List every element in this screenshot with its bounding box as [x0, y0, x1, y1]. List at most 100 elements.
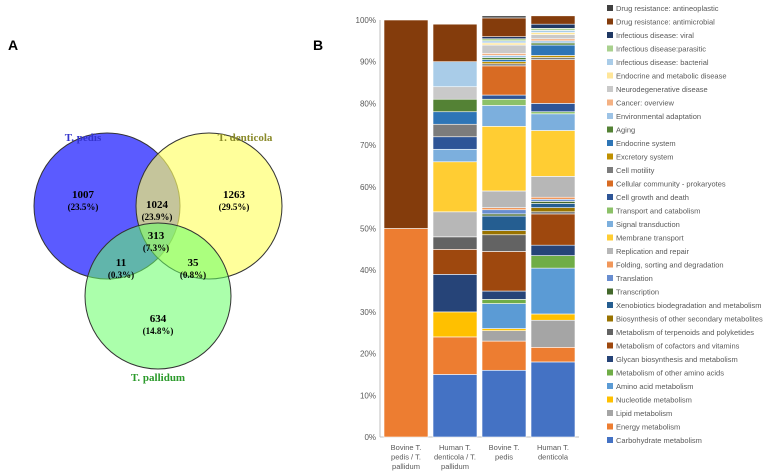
bar-segment [530, 361, 576, 438]
legend-label: Infectious disease: bacterial [616, 58, 709, 67]
legend-entry: Neurodegenerative disease [607, 85, 708, 94]
legend-swatch [607, 342, 613, 349]
bar-segment [530, 15, 576, 25]
bar-segment [481, 303, 527, 329]
venn-percent-pedis-denticola: (23.9%) [142, 212, 173, 222]
legend-label: Glycan biosynthesis and metabolism [616, 355, 738, 364]
bar-segment [481, 251, 527, 292]
bar-segment [530, 196, 576, 200]
legend-swatch [607, 45, 613, 52]
bar-segment [530, 267, 576, 315]
legend-swatch [607, 86, 613, 92]
legend-label: Drug resistance: antineoplastic [616, 4, 719, 13]
venn-percent-denticola-only: (29.5%) [219, 202, 250, 212]
legend-label: Lipid metabolism [616, 409, 672, 418]
legend-swatch [607, 5, 613, 11]
legend-swatch [607, 59, 613, 65]
legend-entry: Glycan biosynthesis and metabolism [607, 355, 738, 364]
legend-entry: Carbohydrate metabolism [607, 436, 702, 445]
bar-segment [530, 34, 576, 40]
legend-swatch [607, 383, 613, 389]
x-tick-label: denticola / T. [434, 453, 476, 462]
bar-segment [432, 311, 478, 338]
legend-label: Infectious disease:parasitic [616, 45, 706, 54]
y-tick-label: 70% [360, 141, 376, 150]
panel-b-label: B [313, 37, 323, 53]
bar-segment [530, 213, 576, 246]
bar-segment [432, 374, 478, 438]
legend-label: Metabolism of terpenoids and polyketides [616, 328, 754, 337]
bar-segment [432, 336, 478, 375]
bar-segment [530, 40, 576, 44]
legend-entry: Cellular community - prokaryotes [607, 180, 726, 189]
legend-entry: Endocrine and metabolic disease [607, 72, 727, 81]
bar-segment [481, 36, 527, 40]
legend-entry: Drug resistance: antineoplastic [607, 4, 719, 13]
bar-segment [481, 94, 527, 100]
legend-label: Metabolism of cofactors and vitamins [616, 342, 740, 351]
legend-swatch [607, 315, 613, 322]
legend-swatch [607, 234, 613, 241]
bar-segment [481, 190, 527, 208]
x-tick-label: pallidum [441, 462, 469, 471]
x-tick-label: Human T. [537, 443, 569, 452]
bar-segment [530, 199, 576, 202]
legend-entry: Signal transduction [607, 220, 680, 229]
y-tick-label: 50% [360, 225, 376, 234]
bar-segment [432, 136, 478, 150]
legend-label: Environmental adaptation [616, 112, 701, 121]
x-tick-label: pedis / T. [391, 453, 421, 462]
legend-entry: Transcription [607, 288, 659, 297]
bar-segment [481, 42, 527, 46]
bar-segment [530, 207, 576, 213]
bar-segment [481, 328, 527, 331]
legend-swatch [607, 302, 613, 308]
bar-segment [481, 340, 527, 371]
x-tick-label: denticola [538, 453, 569, 462]
bar-segment [481, 53, 527, 56]
bar-segment [432, 123, 478, 138]
legend-label: Biosynthesis of other secondary metaboli… [616, 315, 763, 324]
bar-segment [530, 176, 576, 198]
bar-stack [432, 23, 478, 438]
venn-count-pedis-only: 1007 [72, 189, 95, 201]
legend-swatch [607, 396, 613, 403]
venn-diagram: T. pedis T. denticola T. pallidum 1007 (… [33, 132, 283, 384]
legend-entry: Energy metabolism [607, 423, 680, 432]
legend-label: Cell growth and death [616, 193, 689, 202]
legend-entry: Xenobiotics biodegradation and metabolis… [607, 301, 762, 310]
venn-percent-pedis-only: (23.5%) [68, 202, 99, 212]
bar-segment [432, 86, 478, 100]
panel-a-label: A [8, 37, 18, 53]
bar-segment [530, 313, 576, 321]
bar-segment [432, 236, 478, 250]
bar-segment [530, 38, 576, 42]
bar-segment [432, 23, 478, 62]
bar-segment [481, 63, 527, 67]
y-tick-label: 0% [364, 433, 376, 442]
legend-swatch [607, 207, 613, 214]
legend-label: Carbohydrate metabolism [616, 436, 702, 445]
venn-percent-pedis-pallidum: (0.3%) [108, 270, 134, 280]
venn-title-pallidum: T. pallidum [131, 372, 185, 384]
bar-segment [432, 274, 478, 313]
bar-segment [530, 211, 576, 215]
legend-entry: Metabolism of other amino acids [607, 369, 724, 378]
legend-entry: Metabolism of cofactors and vitamins [607, 342, 740, 351]
legend-label: Cancer: overview [616, 99, 675, 108]
legend-entry: Aging [607, 126, 635, 135]
legend-swatch [607, 261, 613, 268]
venn-count-all-three: 313 [148, 230, 165, 242]
bar-segment [481, 213, 527, 217]
bar-segment [481, 40, 527, 44]
y-tick-label: 10% [360, 391, 376, 400]
x-tick-label: Bovine T. [489, 443, 520, 452]
bar-segment [530, 103, 576, 113]
legend-swatch [607, 153, 613, 160]
legend-label: Infectious disease: viral [616, 31, 694, 40]
legend-swatch [607, 288, 613, 295]
bar-segment [432, 211, 478, 238]
bar-segment [481, 369, 527, 438]
bar-segment [530, 203, 576, 208]
